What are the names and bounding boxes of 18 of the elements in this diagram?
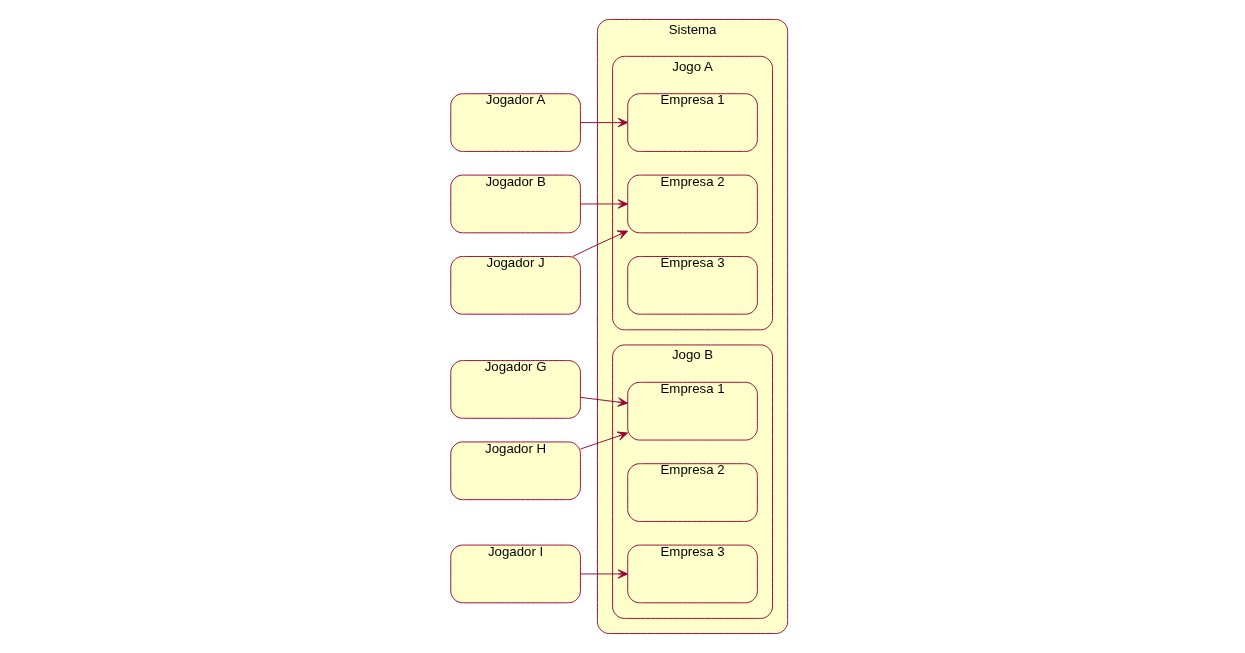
node-box: Jogador J <box>449 256 581 315</box>
node-box: Jogador H <box>449 441 581 501</box>
node-box: Jogador A <box>449 93 581 152</box>
node-box: Empresa 1 <box>626 381 758 441</box>
node-box: Jogador G <box>449 360 581 419</box>
node-box: Empresa 3 <box>626 544 758 604</box>
node-box: Empresa 2 <box>626 463 758 522</box>
node-box: Empresa 2 <box>626 174 758 234</box>
node-box: Jogador B <box>449 174 581 234</box>
arrow <box>579 569 628 579</box>
arrow <box>579 117 628 128</box>
arrow <box>579 199 628 209</box>
node-box: Jogador I <box>449 544 581 604</box>
node-box: Empresa 1 <box>626 93 758 152</box>
arrow <box>579 431 628 450</box>
arrow <box>571 230 628 257</box>
arrow <box>579 396 628 407</box>
node-box: Empresa 3 <box>626 256 758 315</box>
